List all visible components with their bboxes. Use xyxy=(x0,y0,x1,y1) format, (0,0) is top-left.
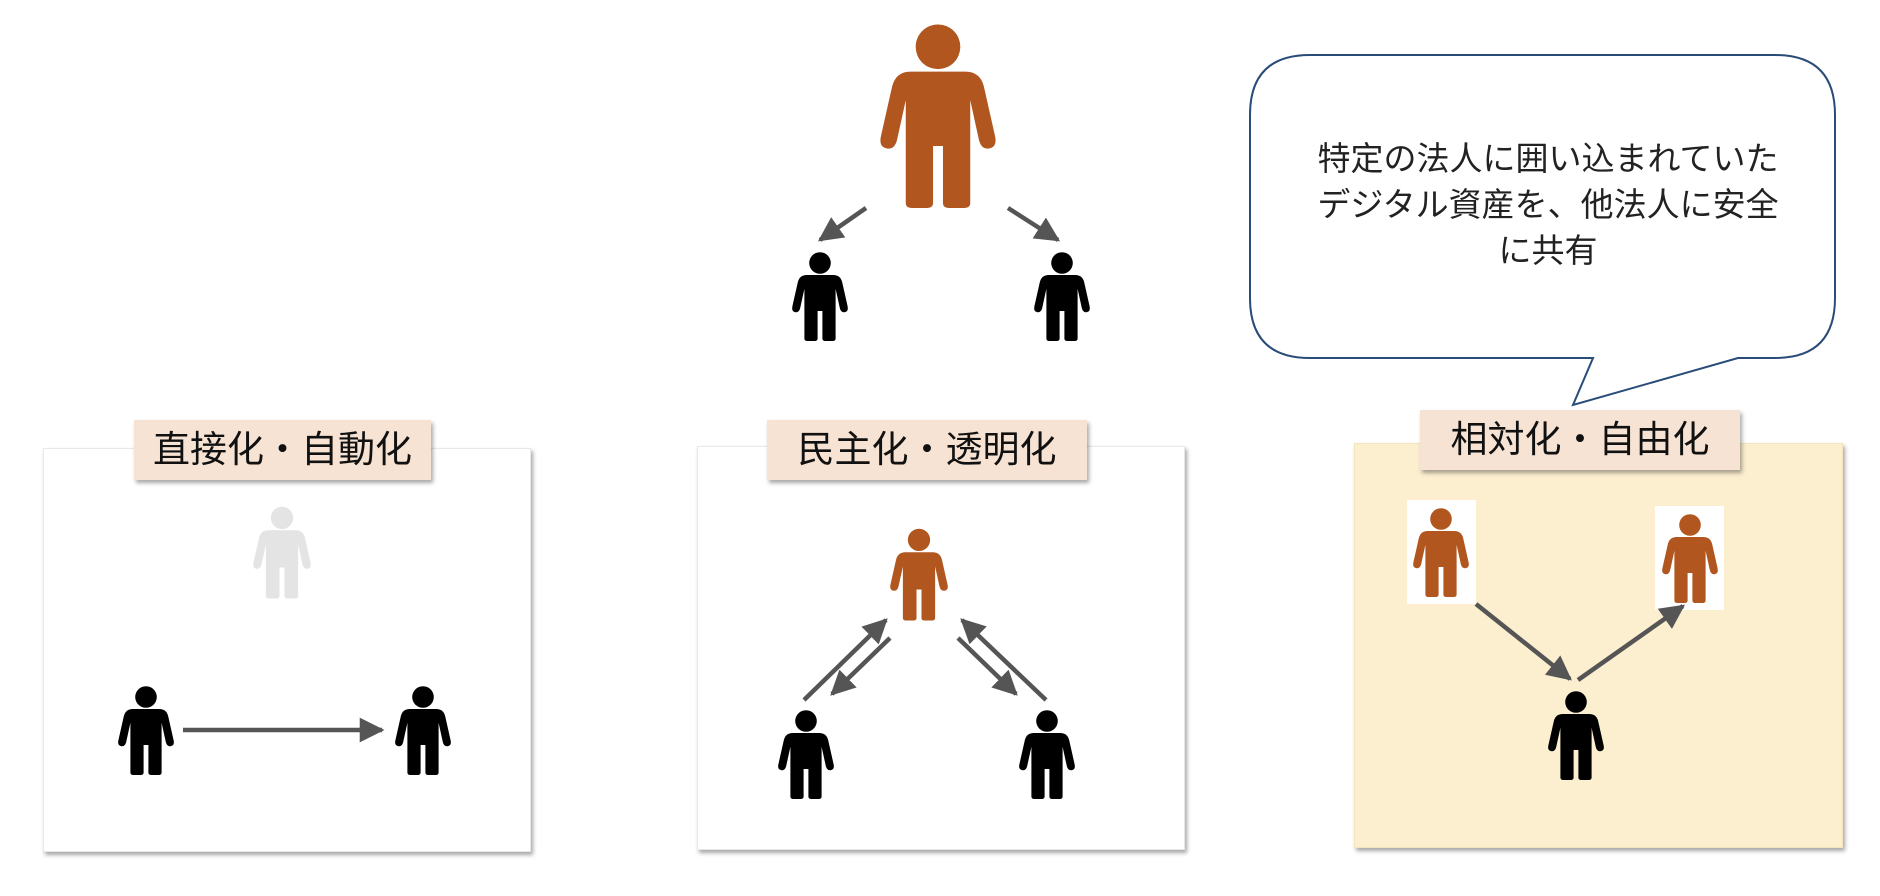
arrow-icon xyxy=(956,636,1018,696)
callout-bubble xyxy=(1249,54,1836,407)
arrow-icon xyxy=(1576,604,1686,682)
person-icon xyxy=(1548,691,1604,780)
callout-line: デジタル資産を、他法人に安全 xyxy=(1317,185,1779,224)
central-person-icon xyxy=(890,528,948,621)
arrow-icon xyxy=(1006,206,1061,242)
person-icon xyxy=(395,686,451,775)
callout-line: に共有 xyxy=(1498,231,1598,270)
callout-line: 特定の法人に囲い込まれていた xyxy=(1317,139,1779,178)
panel-label-democratization-transparency: 民主化・透明化 xyxy=(767,420,1087,480)
arrow-icon xyxy=(1474,602,1572,681)
person-icon xyxy=(1019,710,1075,799)
person-icon xyxy=(792,252,848,341)
person-icon xyxy=(118,686,174,775)
faded-person-icon xyxy=(253,506,311,599)
arrow-icon xyxy=(960,618,1048,702)
panel-label-relativization-liberalization: 相対化・自由化 xyxy=(1420,410,1740,470)
person-icon xyxy=(1034,252,1090,341)
arrow-icon xyxy=(802,618,888,702)
panel-democratization-transparency xyxy=(697,446,1185,850)
arrow-icon xyxy=(817,206,868,242)
panel-label-direct-automation: 直接化・自動化 xyxy=(134,420,431,480)
arrow-icon xyxy=(830,636,892,696)
callout-text: 特定の法人に囲い込まれていた デジタル資産を、他法人に安全 に共有 xyxy=(1268,136,1828,274)
central-person-icon xyxy=(880,24,996,209)
person-icon xyxy=(778,710,834,799)
